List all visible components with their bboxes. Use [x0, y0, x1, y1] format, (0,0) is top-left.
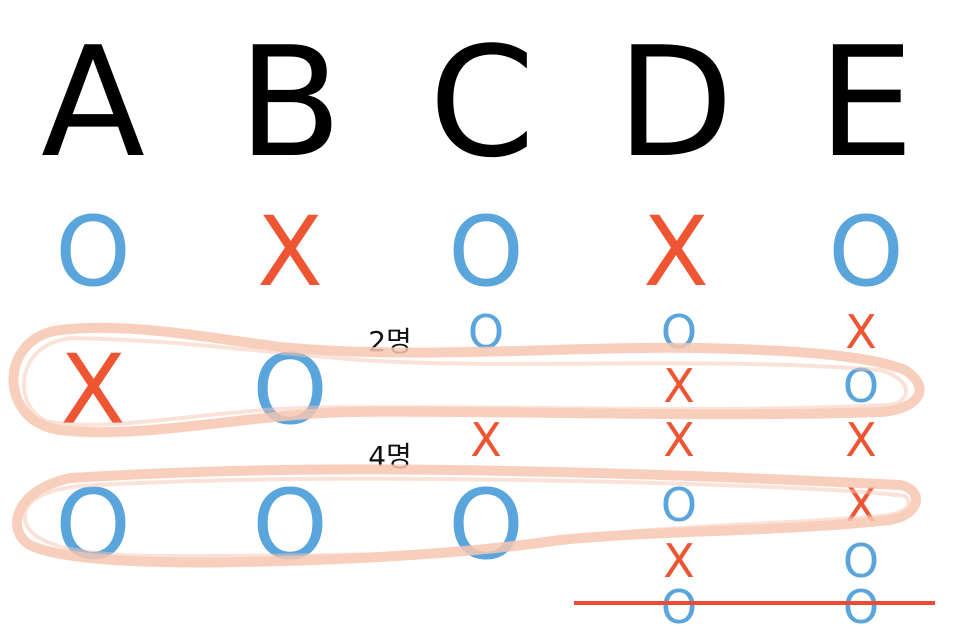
col-e-small-mark-6: O	[842, 580, 880, 634]
row2-b-mark: O	[252, 334, 328, 446]
row1-a-mark: O	[55, 196, 131, 308]
col-d-small-mark-1: O	[660, 305, 698, 359]
col-d-small-mark-6: O	[660, 580, 698, 634]
group-count-label-1: 2명	[368, 325, 412, 358]
col-e-small-mark-3: X	[845, 413, 877, 467]
row1-e-mark: O	[828, 196, 904, 308]
col-d-small-mark-4: O	[660, 478, 698, 532]
header-e: E	[817, 14, 915, 191]
header-c: C	[428, 14, 536, 191]
col-d-small-mark-2: X	[663, 359, 695, 413]
row2-a-mark: X	[60, 334, 126, 446]
row3-a-mark: O	[55, 469, 131, 581]
col-e-small-mark-1: X	[845, 305, 877, 359]
col-d-small-mark-5: X	[663, 534, 695, 588]
row1-b-mark: X	[257, 196, 323, 308]
group-loop-top	[8, 322, 925, 438]
col-c-small-mark-2: X	[470, 413, 502, 467]
row3-c-mark: O	[448, 469, 524, 581]
row1-d-mark: X	[643, 196, 709, 308]
col-d-small-mark-3: X	[663, 413, 695, 467]
col-e-small-mark-5: O	[842, 534, 880, 588]
col-e-small-mark-4: X	[845, 478, 877, 532]
row1-c-mark: O	[448, 196, 524, 308]
header-b: B	[237, 14, 343, 191]
col-c-small-mark-1: O	[467, 305, 505, 359]
group-count-label-2: 4명	[368, 440, 412, 473]
header-d: D	[616, 14, 734, 191]
row3-b-mark: O	[252, 469, 328, 581]
group-loop-top-inner	[22, 336, 908, 427]
col-e-small-mark-2: O	[842, 359, 880, 413]
header-a: A	[41, 14, 145, 191]
